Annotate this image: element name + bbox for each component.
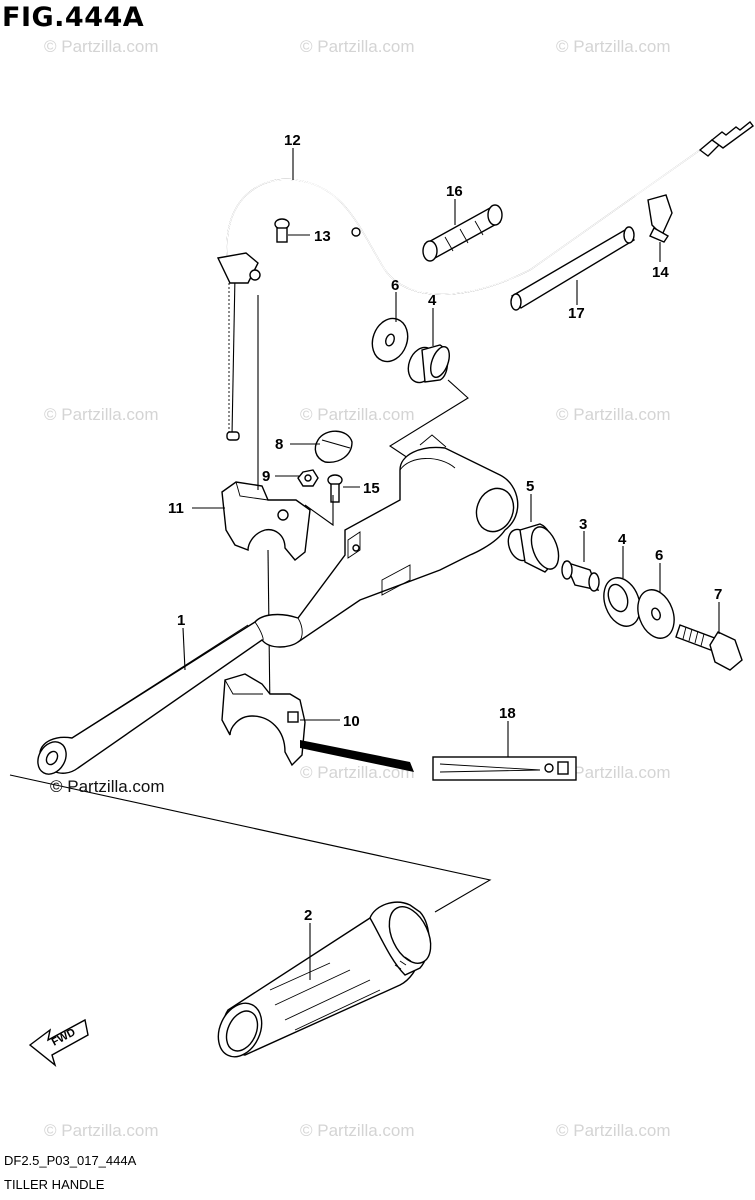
callout-7: 7 bbox=[714, 586, 722, 603]
callout-4-top: 4 bbox=[428, 292, 437, 309]
bushing-5 bbox=[507, 523, 560, 573]
watermark: © Partzilla.com bbox=[44, 405, 159, 424]
decal-pointer bbox=[300, 740, 414, 772]
callout-3: 3 bbox=[579, 516, 587, 533]
tube-17 bbox=[510, 226, 636, 311]
callout-16: 16 bbox=[446, 183, 463, 200]
screw-15 bbox=[327, 474, 343, 503]
callout-4-right: 4 bbox=[618, 531, 627, 548]
decal-18 bbox=[432, 756, 577, 781]
watermarks: © Partzilla.com © Partzilla.com © Partzi… bbox=[44, 37, 671, 1140]
callout-17: 17 bbox=[568, 305, 585, 322]
callout-13: 13 bbox=[314, 228, 331, 245]
watermark: © Partzilla.com bbox=[300, 37, 415, 56]
callout-10: 10 bbox=[343, 713, 360, 730]
callout-12: 12 bbox=[284, 132, 301, 149]
watermark: © Partzilla.com bbox=[556, 37, 671, 56]
nut-9 bbox=[297, 469, 319, 487]
watermark-overlay: © Partzilla.com bbox=[50, 777, 165, 796]
callouts: 1 2 3 4 4 5 6 6 7 8 9 10 11 12 13 14 15 … bbox=[168, 132, 722, 924]
washer-6-top bbox=[371, 317, 409, 363]
bolt-7 bbox=[675, 624, 743, 671]
tiller-arm-1 bbox=[37, 434, 519, 775]
spacer-3 bbox=[561, 560, 600, 592]
watermark: © Partzilla.com bbox=[300, 763, 415, 782]
callout-8: 8 bbox=[275, 436, 283, 453]
frame-line bbox=[9, 774, 492, 913]
alignment-line bbox=[388, 379, 469, 459]
callout-5: 5 bbox=[526, 478, 534, 495]
washer-6-right bbox=[637, 589, 675, 639]
sleeve-16 bbox=[422, 204, 503, 262]
figure-title: FIG.444A bbox=[2, 2, 145, 33]
bushing-4-top bbox=[407, 344, 450, 384]
callout-14: 14 bbox=[652, 264, 669, 281]
fwd-arrow: FWD bbox=[28, 1018, 89, 1067]
figure-name: TILLER HANDLE bbox=[4, 1177, 105, 1192]
leader-lines bbox=[182, 148, 720, 980]
grip-2 bbox=[217, 901, 432, 1058]
bushing-4-right bbox=[603, 577, 641, 627]
bracket-10 bbox=[221, 673, 306, 767]
watermark: © Partzilla.com bbox=[300, 405, 415, 424]
watermark: © Partzilla.com bbox=[556, 405, 671, 424]
callout-11: 11 bbox=[168, 500, 184, 517]
clamp-14 bbox=[647, 194, 673, 243]
watermark: © Partzilla.com bbox=[44, 1121, 159, 1140]
watermark: © Partzilla.com bbox=[300, 1121, 415, 1140]
watermark: © Partzilla.com bbox=[44, 37, 159, 56]
callout-2: 2 bbox=[304, 907, 312, 924]
watermark: © Partzilla.com bbox=[556, 763, 671, 782]
callout-6-top: 6 bbox=[391, 277, 399, 294]
callout-1: 1 bbox=[177, 612, 185, 629]
callout-15: 15 bbox=[363, 480, 380, 497]
watermark: © Partzilla.com bbox=[556, 1121, 671, 1140]
cap-8 bbox=[314, 430, 353, 463]
callout-6-right: 6 bbox=[655, 547, 663, 564]
callout-18: 18 bbox=[499, 705, 516, 722]
throttle-cable bbox=[216, 121, 754, 441]
callout-9: 9 bbox=[262, 468, 270, 485]
figure-code: DF2.5_P03_017_444A bbox=[4, 1153, 137, 1168]
screw-13 bbox=[274, 218, 290, 243]
